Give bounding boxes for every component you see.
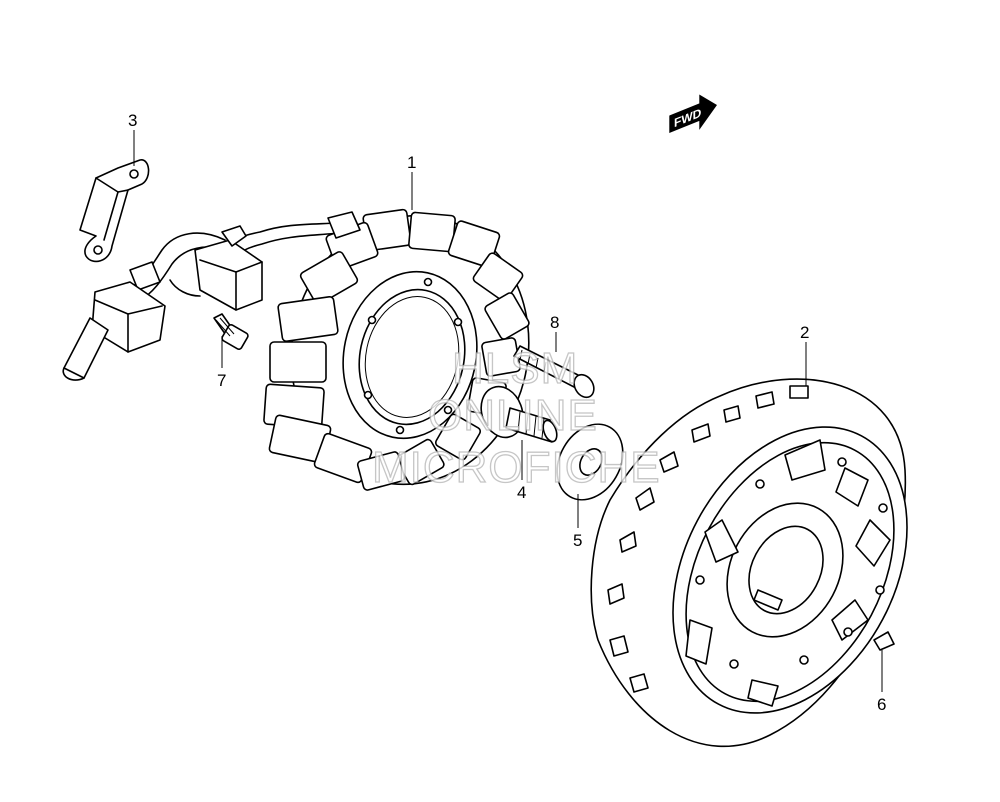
wire-connector <box>194 225 263 311</box>
callout-6: 6 <box>877 695 886 714</box>
callout-3: 3 <box>128 111 137 130</box>
leader-lines <box>133 130 883 692</box>
watermark: HLSM ONLINE MICROFICHE <box>371 343 661 492</box>
woodruff-key-part-6 <box>873 631 895 651</box>
washer-part-5 <box>556 423 624 501</box>
bolt-part-4 <box>480 385 558 443</box>
watermark-line-1: HLSM <box>452 344 578 393</box>
fwd-arrow-icon <box>669 94 717 133</box>
coupler-plug <box>62 281 166 381</box>
callout-8: 8 <box>550 313 559 332</box>
fwd-direction-badge: FWD <box>669 94 717 133</box>
callout-4: 4 <box>517 483 526 502</box>
rotor-rim-notches <box>607 385 809 693</box>
wire-clamp-bracket <box>79 159 150 263</box>
watermark-line-2: ONLINE <box>428 391 598 440</box>
flywheel-rotor <box>590 378 908 747</box>
bolt-part-8 <box>513 345 595 399</box>
callout-2: 2 <box>800 323 809 342</box>
callout-7: 7 <box>217 371 226 390</box>
callout-1: 1 <box>407 153 416 172</box>
screw-part-7 <box>213 313 249 350</box>
watermark-line-3: MICROFICHE <box>372 443 661 492</box>
callout-5: 5 <box>573 531 582 550</box>
